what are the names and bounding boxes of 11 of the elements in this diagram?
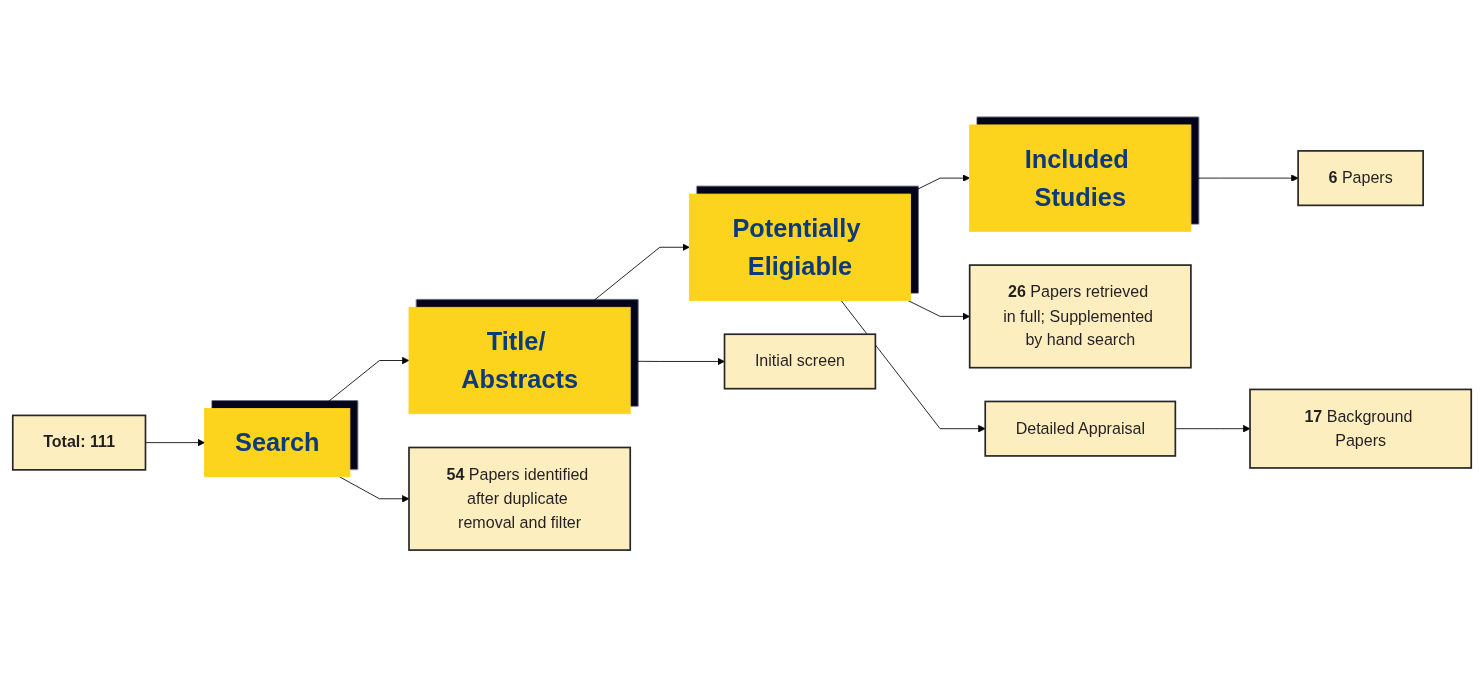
node-box: 26 Papers retrieved in full; Supplemented by hand search <box>968 264 1192 369</box>
node-box: Initial screen <box>723 333 877 390</box>
node-box: Search <box>204 408 351 478</box>
node-box: Title/ Abstracts <box>408 306 631 415</box>
node-box: 17 Background Papers <box>1249 388 1473 469</box>
node-box: 6 Papers <box>1297 150 1424 207</box>
node-box: Detailed Appraisal <box>984 400 1177 457</box>
node-box: Total: 111 <box>11 414 147 471</box>
node-box: Potentially Eligiable <box>688 193 911 301</box>
node-box: 54 Papers identified after duplicate removal and filter <box>408 446 632 551</box>
node-box: Included Studies <box>969 124 1192 232</box>
